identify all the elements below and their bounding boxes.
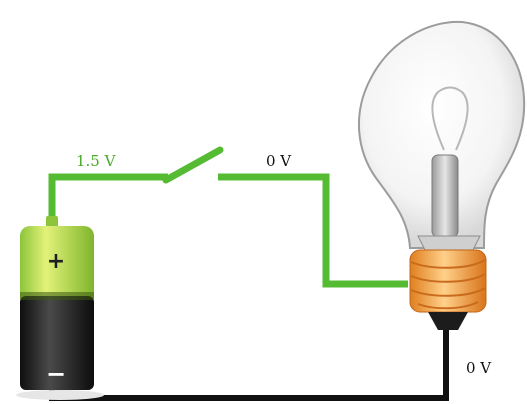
light-bulb-icon (358, 20, 526, 330)
battery-plus-sign: + (47, 249, 65, 274)
bulb-contact-tip (428, 312, 468, 330)
voltage-label-after-switch: 0 V (266, 152, 292, 170)
ground-wire (49, 316, 449, 401)
voltage-label-battery: 1.5 V (76, 152, 117, 170)
switch-lever (162, 146, 224, 184)
live-wire-battery-to-switch (48, 173, 168, 222)
battery-icon: + − (16, 216, 104, 400)
wire-switch-to-bulb (218, 173, 408, 288)
bulb-filament (431, 86, 469, 151)
voltage-label-ground: 0 V (466, 359, 492, 377)
bulb-glass (358, 20, 526, 249)
bulb-stem (431, 154, 459, 238)
bulb-screw-base (409, 249, 487, 313)
battery-minus-sign: − (46, 360, 66, 388)
